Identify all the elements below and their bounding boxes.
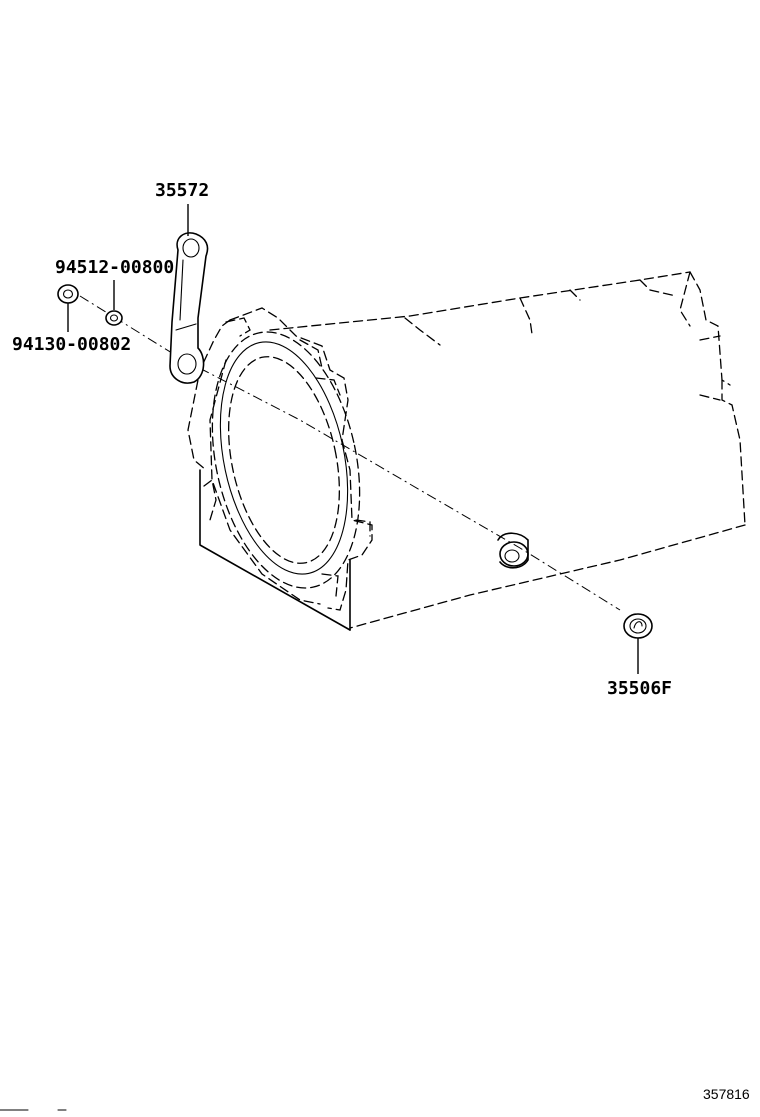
oil-seal-35506F — [623, 613, 653, 639]
part-label-94512-00800: 94512-00800 — [55, 257, 175, 278]
part-label-94130-00802: 94130-00802 — [12, 334, 132, 355]
transmission-housing — [187, 271, 746, 631]
assembly-centerline — [79, 295, 621, 611]
diagram-reference-number: 357816 — [703, 1086, 750, 1102]
nut-94130 — [57, 284, 79, 304]
washer-94512 — [105, 310, 123, 326]
bracket-35572 — [169, 232, 209, 384]
part-label-35506F: 35506F — [607, 678, 673, 699]
part-label-35572: 35572 — [155, 180, 210, 201]
